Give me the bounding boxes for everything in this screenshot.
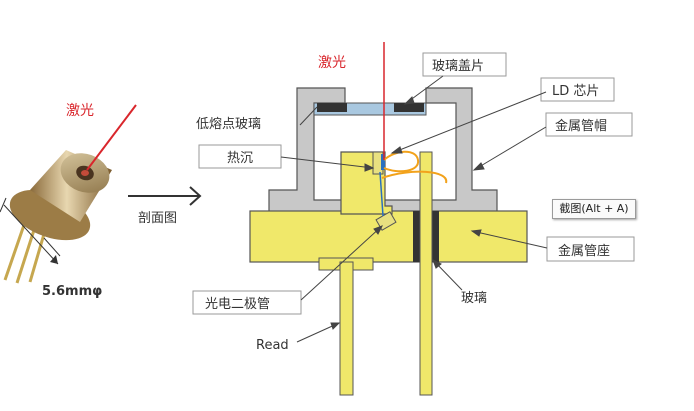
low-melt-glass-left [317,103,347,112]
svg-text:金属管帽: 金属管帽 [555,118,607,134]
svg-text:LD 芯片: LD 芯片 [552,84,599,99]
label-glass-cover: 玻璃盖片 [422,52,507,77]
left-laser-label: 激光 [66,102,94,119]
leader-lines [280,75,548,343]
dimension-label: 5.6mmφ [42,284,102,299]
pin [28,233,46,283]
label-ld-chip: LD 芯片 [540,77,615,102]
ld-chip-active [381,154,385,170]
label-low-melt-glass: 低熔点玻璃 [196,117,261,132]
rear-light-path [379,171,384,217]
label-read: Read [256,338,289,353]
label-metal-base: 金属管座 [546,236,635,262]
bond-wire [381,170,448,184]
label-photodiode: 光电二极管 [192,290,302,315]
laser-beam [86,104,137,171]
pin [15,229,36,284]
section-view-label: 剖面图 [138,211,177,226]
svg-text:热沉: 热沉 [227,151,253,166]
bond-wire [383,150,420,173]
svg-text:金属管座: 金属管座 [558,243,610,259]
read-pin [339,261,354,396]
glass-insulator-right [431,211,439,262]
section-arrow-head [189,186,202,206]
arrow-head [50,255,58,264]
svg-text:玻璃盖片: 玻璃盖片 [432,59,484,74]
lead-pin [419,151,433,396]
label-metal-cap: 金属管帽 [545,112,633,137]
metal-cap [268,87,498,213]
dimension-line [0,197,7,213]
laser-can-photo [0,104,137,284]
laser-label: 激光 [318,54,346,71]
svg-text:光电二极管: 光电二极管 [205,297,270,312]
low-melt-glass-right [394,103,424,112]
emitter [81,170,89,176]
dimension-line [3,204,59,265]
pin [3,224,26,281]
screenshot-tooltip: 截图(Alt + A) [552,199,636,219]
label-glass: 玻璃 [461,291,487,306]
dimension-line [43,237,61,257]
label-heat-sink: 热沉 [198,144,282,169]
glass-insulator-left [413,211,421,262]
